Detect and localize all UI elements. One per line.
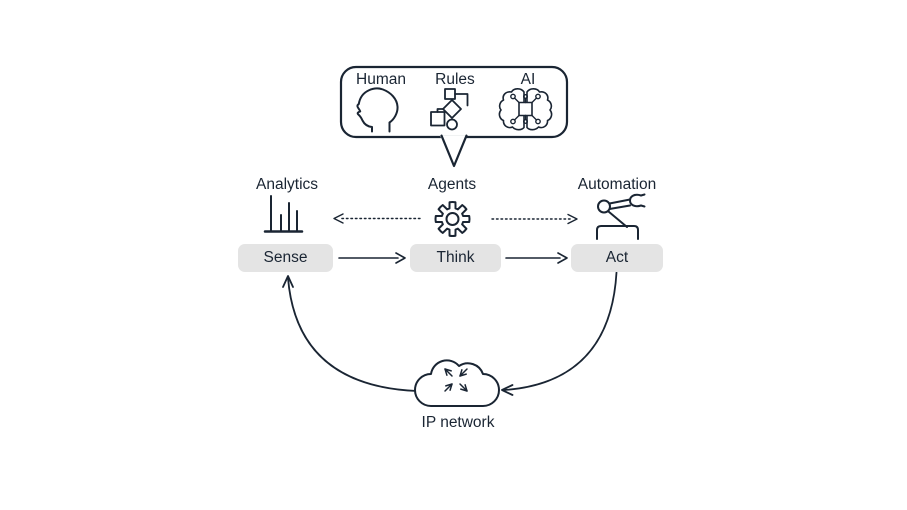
bar-chart-icon — [263, 195, 304, 233]
robot-arm-icon — [596, 193, 646, 240]
rules-flowchart-icon — [430, 88, 469, 131]
dotted-arrow-left — [333, 213, 421, 224]
network-flow-arrows — [444, 368, 468, 392]
speech-bubble — [339, 65, 569, 168]
cloud-icon — [414, 359, 500, 407]
act-box-label: Act — [605, 249, 629, 266]
ai-label: AI — [520, 71, 536, 88]
automation-label: Automation — [577, 176, 657, 193]
think-box-label: Think — [436, 249, 475, 266]
dotted-arrow-right — [491, 213, 578, 225]
arrow-network-sense — [282, 275, 418, 392]
gear-icon — [434, 201, 471, 237]
analytics-label: Analytics — [255, 176, 319, 193]
human-head-icon — [356, 87, 399, 133]
arrow-think-act — [505, 252, 568, 264]
think-box: Think — [410, 244, 501, 272]
sense-box: Sense — [238, 244, 333, 272]
sense-box-label: Sense — [263, 249, 308, 266]
ip-network-label: IP network — [421, 414, 495, 431]
human-label: Human — [356, 71, 406, 88]
arrow-sense-think — [338, 252, 406, 264]
ai-brain-icon — [498, 88, 553, 131]
agents-label: Agents — [427, 176, 477, 193]
arrow-act-network — [501, 271, 618, 396]
rules-label: Rules — [435, 71, 475, 88]
act-box: Act — [571, 244, 663, 272]
